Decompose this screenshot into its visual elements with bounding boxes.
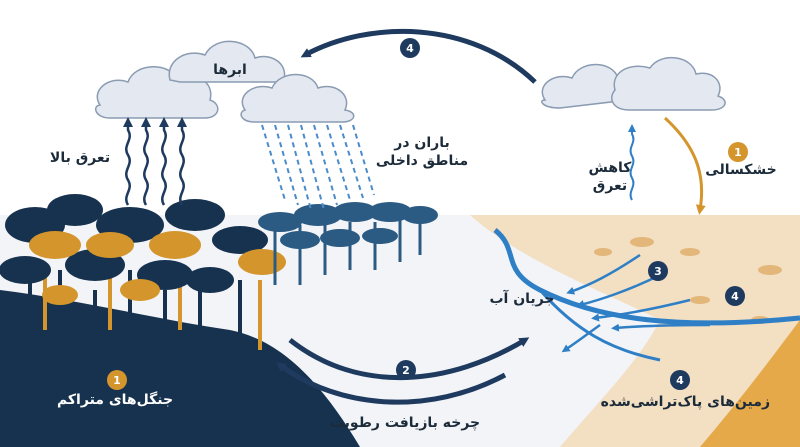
moisture-transport-arrow <box>300 28 537 84</box>
dry-soil-band <box>700 320 800 447</box>
badge-forest: 1 <box>107 370 127 390</box>
forest-hill <box>0 290 360 447</box>
reduced-transpiration-arrow <box>628 124 636 201</box>
river-branch <box>538 289 661 362</box>
label-dense-forests: جنگل‌های متراکم <box>56 392 174 408</box>
rain-lines <box>261 124 375 211</box>
cleared-land-area <box>470 215 800 447</box>
runoff-arrows <box>561 253 711 353</box>
label-moisture-recycling: چرخه بازیافت رطوبت <box>329 415 481 431</box>
badge-runoff-3: 3 <box>648 261 668 281</box>
recycling-arrow-left <box>275 362 507 405</box>
badge-drought: 1 <box>728 142 748 162</box>
label-drought: خشکسالی <box>705 162 777 178</box>
label-water-flow: جریان آب <box>489 291 555 307</box>
badge-runoff-4: 4 <box>725 286 745 306</box>
badge-recycling: 2 <box>396 360 416 380</box>
drought-arrow <box>663 116 706 215</box>
transpiration-arrows <box>123 117 187 206</box>
cloud-right <box>541 56 726 111</box>
label-cleared-lands: زمین‌های پاک‌تراشی‌شده <box>600 394 770 410</box>
cloud-cluster-left <box>94 40 355 123</box>
label-transpiration-up: تعرق بالا <box>49 150 111 166</box>
badge-cleared: 4 <box>670 370 690 390</box>
badge-top-arrow: 4 <box>400 38 420 58</box>
label-rain-inland: باران در مناطق داخلی <box>375 135 469 169</box>
river <box>493 228 800 326</box>
inland-forest <box>258 202 438 285</box>
label-reduced-transpiration: کاهش تعرق <box>588 160 632 194</box>
forest-trees <box>0 194 286 360</box>
label-clouds: ابرها <box>213 62 247 78</box>
